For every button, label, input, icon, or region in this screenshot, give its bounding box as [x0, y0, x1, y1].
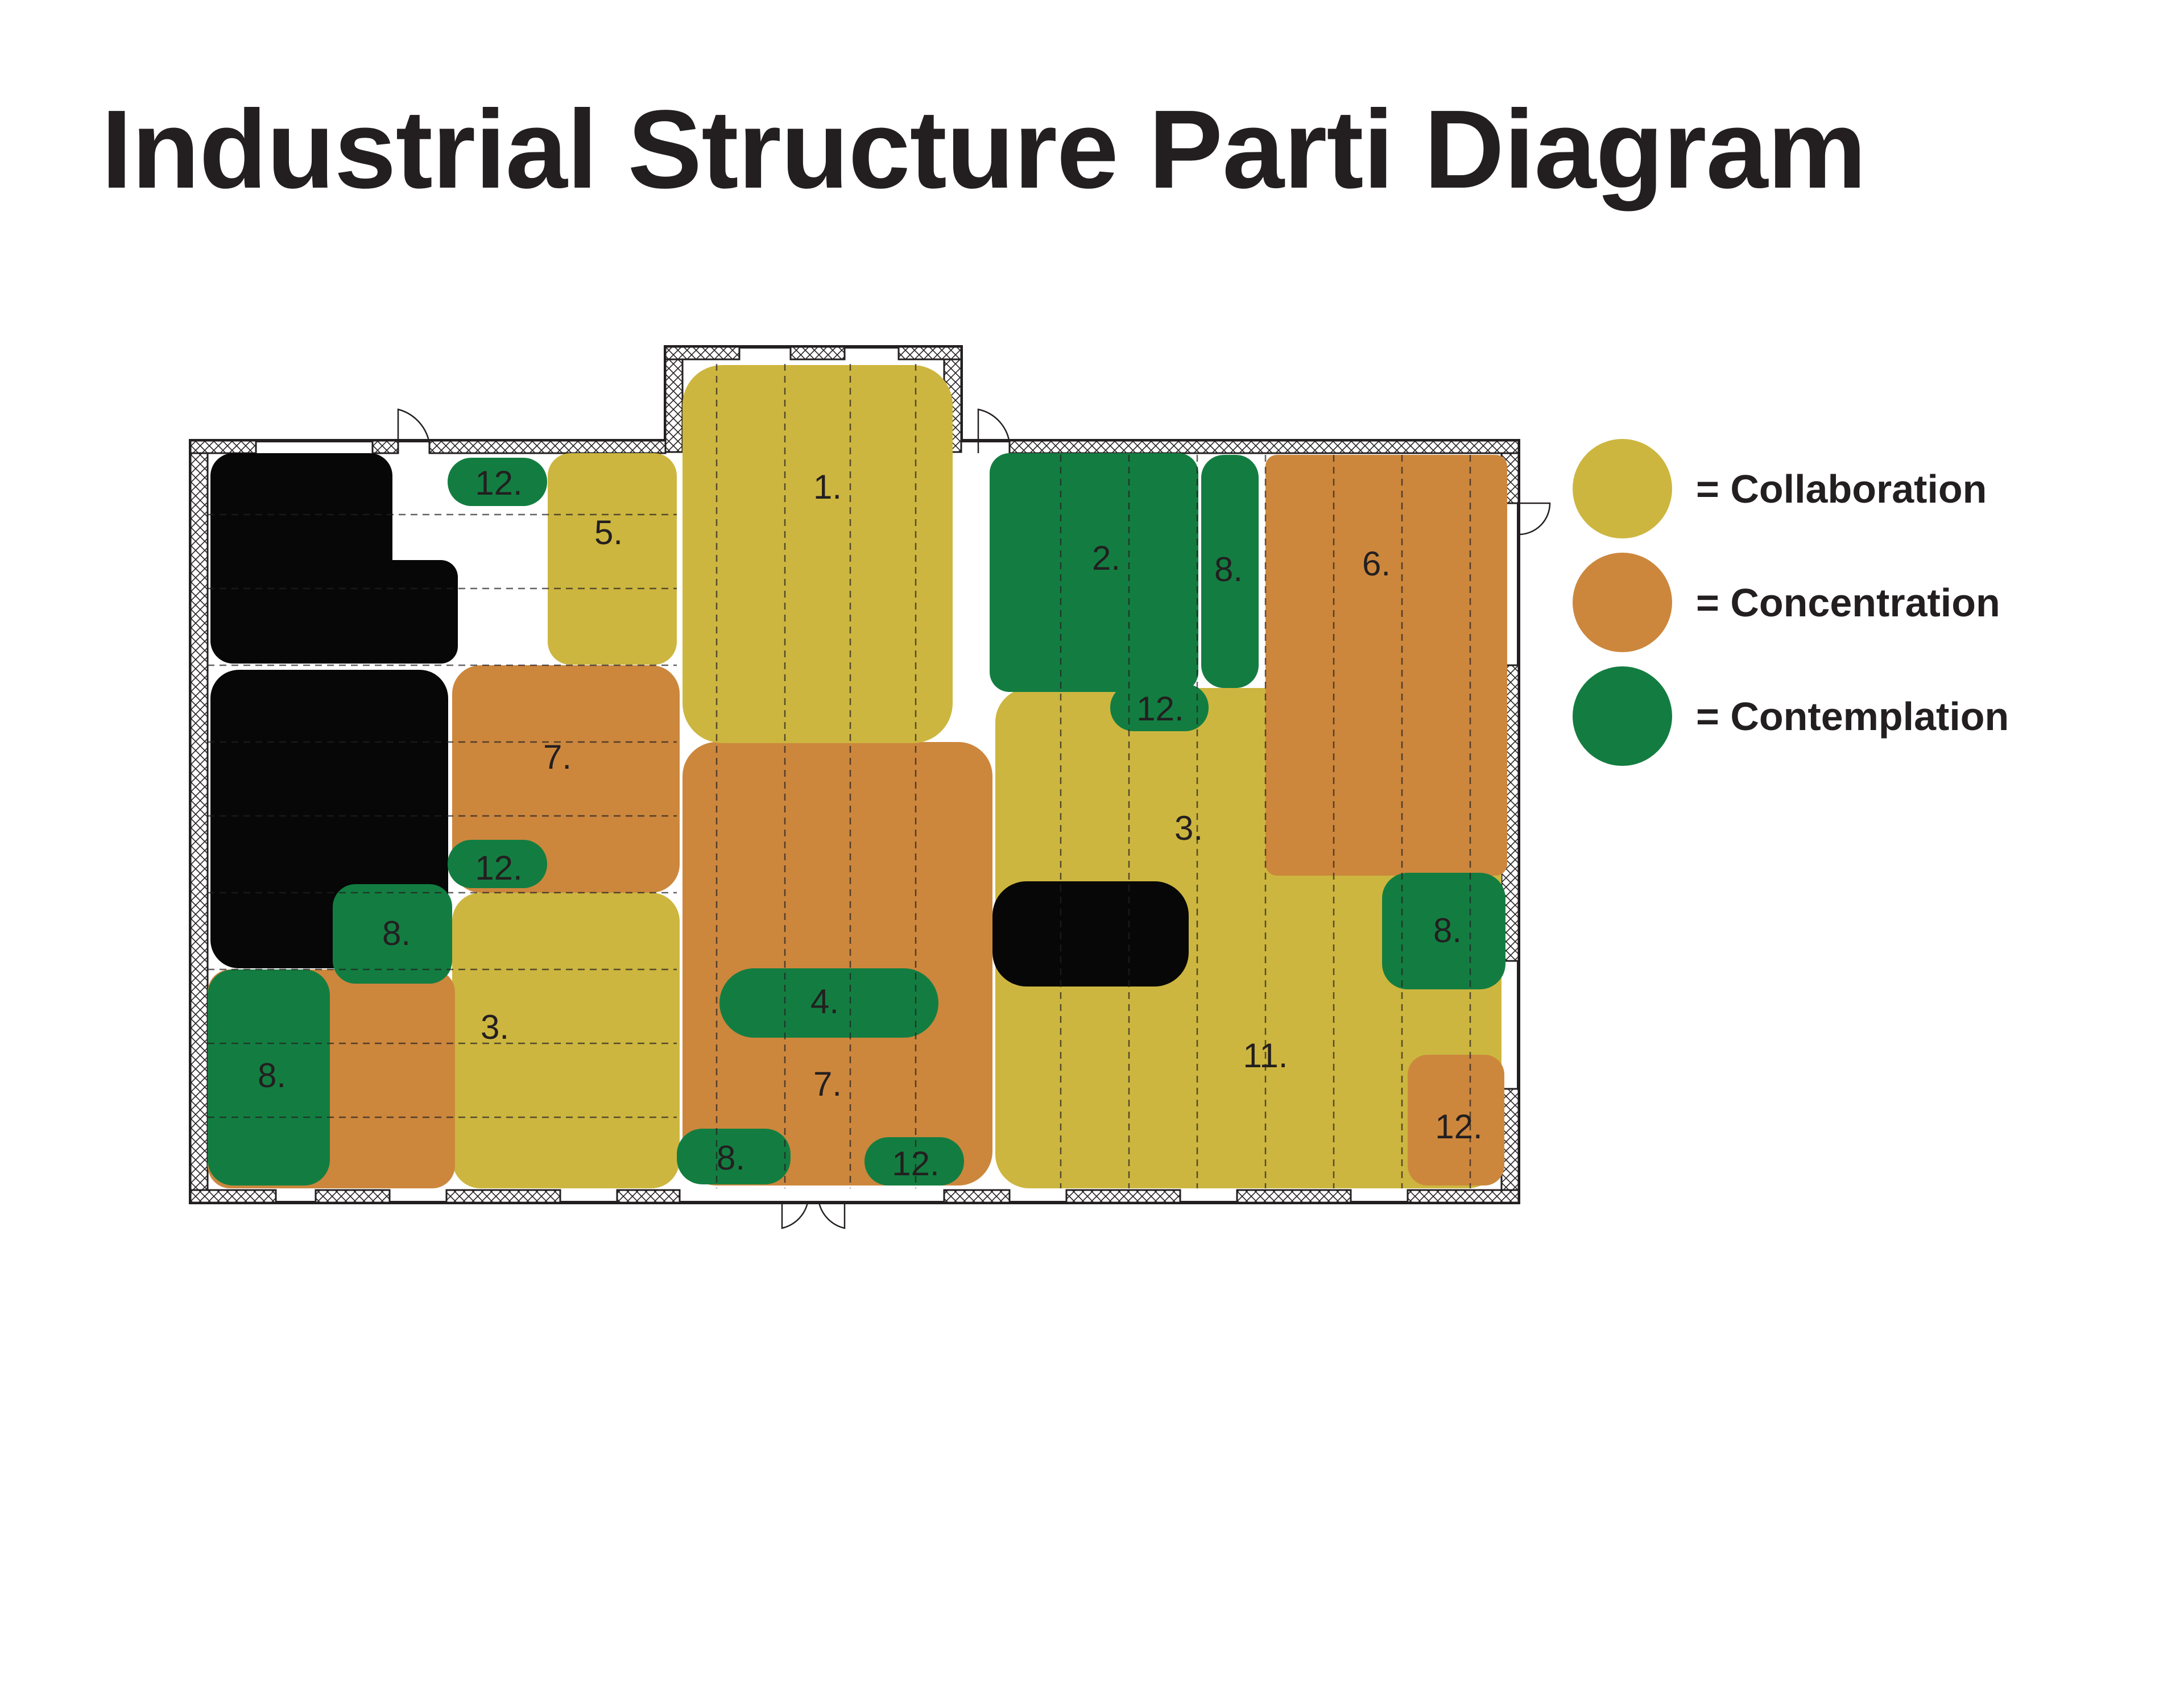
service-core-top-left-notch [341, 560, 458, 664]
wall-bottom-c [445, 1189, 561, 1204]
wall-bottom-b [315, 1189, 391, 1204]
zone-2-label: 2. [1092, 539, 1120, 577]
zone-12-bottom-label: 12. [892, 1145, 939, 1183]
door-swing-entry-left [781, 1202, 809, 1229]
zone-8-left-lower-shape [208, 969, 330, 1186]
zone-5-label: 5. [594, 513, 623, 552]
door-swing-right [1518, 502, 1551, 536]
zone-4-label: 4. [810, 983, 839, 1021]
legend-label-contemplation: = Contemplation [1696, 694, 2009, 739]
wall-bottom-e [943, 1189, 1011, 1204]
zone-8-right-shape [1382, 873, 1505, 989]
door-swing-entry-right [818, 1202, 846, 1229]
zone-4-shape [719, 968, 938, 1038]
legend-item-concentration: = Concentration [1573, 553, 2000, 652]
zone-8-right-label: 8. [1433, 911, 1462, 950]
wall-bay-top-a [664, 346, 741, 360]
legend-item-collaboration: = Collaboration [1573, 439, 1987, 538]
wall-bottom-h [1407, 1189, 1520, 1204]
legend-label-concentration: = Concentration [1696, 580, 2000, 625]
concentration-swatch [1573, 553, 1672, 652]
zone-8-bottom-shape [677, 1129, 791, 1184]
doors [397, 408, 1551, 1229]
zone-8-narrow-label: 8. [1214, 550, 1243, 588]
wall-bottom-a [189, 1189, 277, 1204]
structural-grid [208, 364, 1471, 1188]
legend-item-contemplation: = Contemplation [1573, 666, 2009, 766]
wall-top-right [1008, 440, 1520, 454]
zone-1-label: 1. [813, 468, 842, 506]
zone-7-left-shape [452, 665, 680, 893]
page-title: Industrial Structure Parti Diagram [101, 87, 1867, 212]
zone-8-left-upper-label: 8. [382, 914, 411, 952]
zone-12-left-label: 12. [475, 849, 522, 887]
zone-12-right-bottom-shape [1408, 1055, 1504, 1186]
zone-12-right-top-shape [1110, 684, 1209, 731]
zone-1-shape [682, 365, 953, 743]
wall-left [189, 440, 209, 1204]
zone-12-top-label: 12. [475, 464, 522, 502]
door-swing-top-left [397, 408, 431, 453]
wall-bottom-g [1236, 1189, 1352, 1204]
wall-bottom-f [1065, 1189, 1181, 1204]
zone-7-center-shape [682, 742, 992, 1186]
zone-3-left-shape [452, 893, 680, 1188]
zone-2-shape [990, 453, 1198, 692]
zone-3-right-label: 3. [1174, 809, 1203, 847]
zone-7-left-label: 7. [543, 738, 572, 776]
zone-7-center-label: 7. [813, 1065, 842, 1103]
wall-top-left-c [428, 440, 667, 454]
wall-top-left-a [189, 440, 257, 454]
contemplation-swatch [1573, 666, 1672, 766]
zone-12-right-top-label: 12. [1136, 690, 1184, 728]
zone-8-narrow-shape [1201, 455, 1259, 688]
wall-bay-top-b [789, 346, 846, 360]
door-swing-top-right [977, 408, 1011, 453]
zone-6-shape [1265, 455, 1507, 876]
zone-11-label: 11. [1243, 1037, 1288, 1075]
zone-12-bottom-shape [864, 1137, 964, 1186]
zone-12-left-shape [448, 840, 547, 888]
zone-labels: 1. 5. 12. 2. 8. 6. 7. 12. 3. 8. 8. 7. 4.… [258, 464, 1483, 1183]
collaboration-swatch [1573, 439, 1672, 538]
legend-label-collaboration: = Collaboration [1696, 466, 1987, 511]
zone-6-label: 6. [1362, 545, 1391, 583]
zone-12-right-bottom-label: 12. [1435, 1108, 1482, 1146]
wall-top-left-b [371, 440, 399, 454]
zone-8-bottom-label: 8. [717, 1139, 745, 1177]
zone-8-left-upper-shape [333, 884, 452, 984]
wall-bay-top-c [897, 346, 962, 360]
wall-bay-left [664, 346, 684, 453]
zone-12-top-shape [448, 458, 547, 506]
zone-8-left-lower-label: 8. [258, 1056, 286, 1095]
zone-5-shape [548, 453, 677, 665]
wall-bottom-d [616, 1189, 681, 1204]
zone-3-left-label: 3. [481, 1008, 509, 1046]
service-core-right [992, 881, 1189, 986]
program-zones [208, 365, 1507, 1188]
